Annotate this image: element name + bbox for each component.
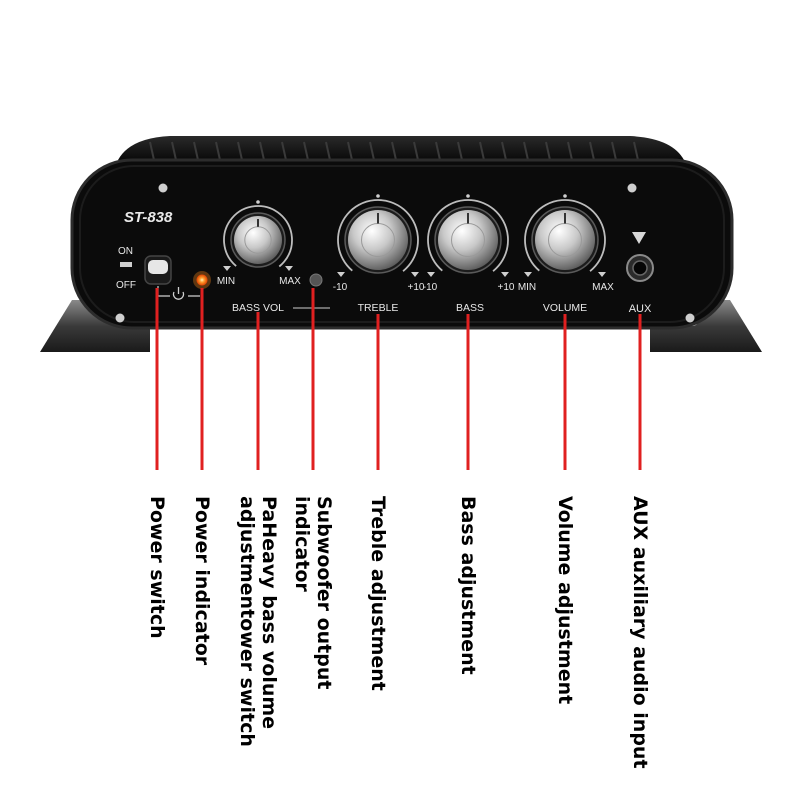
aux-arrow-icon <box>632 232 646 244</box>
knob-treble-top-dot <box>376 194 380 198</box>
callout-label-line: Power indicator <box>191 496 213 666</box>
knob-bassvol-min-label: MIN <box>217 276 235 287</box>
front-panel-bevel <box>79 165 725 323</box>
power-led <box>196 274 208 286</box>
knob-bassvol-right-tick <box>285 266 293 271</box>
knob-treble-title: TREBLE <box>358 302 399 314</box>
callout-label-line: Power switch <box>146 496 168 639</box>
screw-top-right <box>627 183 637 193</box>
knob-bass-top-dot <box>466 194 470 198</box>
callout-lines <box>155 288 642 470</box>
callout-label-line: indicator <box>291 496 313 592</box>
model-label: ST-838 <box>124 209 173 226</box>
callout-label-line: adjustmentower switch <box>236 496 258 747</box>
switch-position-mark <box>120 262 132 267</box>
knob-volume-top-dot <box>563 194 567 198</box>
knob-bass-right-tick <box>501 272 509 277</box>
knob-bassvol-title: BASS VOL <box>232 302 284 314</box>
knob-volume-min-label: MIN <box>518 282 536 293</box>
knob-bassvol-left-tick <box>223 266 231 271</box>
callout-label-bass-adjustment: Bass adjustment <box>457 496 479 675</box>
subwoofer-led <box>309 273 323 287</box>
callout-label-line: PaHeavy bass volume <box>258 496 280 730</box>
knob-bass-min-label: -10 <box>423 282 438 293</box>
screw-bottom-left <box>115 313 125 323</box>
callout-label-volume-adjustment: Volume adjustment <box>554 496 576 704</box>
screw-top-left <box>158 183 168 193</box>
aux-jack[interactable] <box>626 254 654 282</box>
heatsink-top <box>118 136 684 160</box>
knob-bass-max-label: +10 <box>498 282 515 293</box>
power-switch-control[interactable] <box>144 255 172 285</box>
heatsink-fins <box>149 141 639 161</box>
knob-treble-min-label: -10 <box>333 282 348 293</box>
knob-bass-title: BASS <box>456 302 484 314</box>
power-symbol-icon <box>172 287 185 300</box>
callout-label-aux-input: AUX auxiliary audio input <box>629 496 651 769</box>
callout-label-line: Subwoofer output <box>313 496 335 690</box>
knob-treble-max-label: +10 <box>408 282 425 293</box>
aux-label: AUX <box>629 303 652 315</box>
callout-label-line: Treble adjustment <box>367 496 389 691</box>
knob-volume[interactable]: MIN MAX VOLUME <box>509 184 622 314</box>
knob-bassvol-max-label: MAX <box>279 276 301 287</box>
knob-volume-max-label: MAX <box>592 282 614 293</box>
knob-bassvol[interactable]: MIN MAX BASS VOL <box>210 192 306 314</box>
knob-bassvol-top-dot <box>256 200 260 204</box>
callout-label-line: AUX auxiliary audio input <box>629 496 651 769</box>
callout-label-power-switch: Power switch <box>146 496 168 639</box>
callout-label-line: Bass adjustment <box>457 496 479 675</box>
screw-bottom-right <box>685 313 695 323</box>
knob-treble-left-tick <box>337 272 345 277</box>
callout-label-line: Volume adjustment <box>554 496 576 705</box>
callout-label-power-indicator: Power indicator <box>191 496 213 665</box>
knob-treble-right-tick <box>411 272 419 277</box>
callout-label-treble-adjustment: Treble adjustment <box>367 496 389 691</box>
knob-volume-left-tick <box>524 272 532 277</box>
knob-volume-right-tick <box>598 272 606 277</box>
switch-off-label: OFF <box>116 280 136 291</box>
knob-volume-title: VOLUME <box>543 302 587 314</box>
switch-on-label: ON <box>118 246 133 257</box>
knob-bass-left-tick <box>427 272 435 277</box>
